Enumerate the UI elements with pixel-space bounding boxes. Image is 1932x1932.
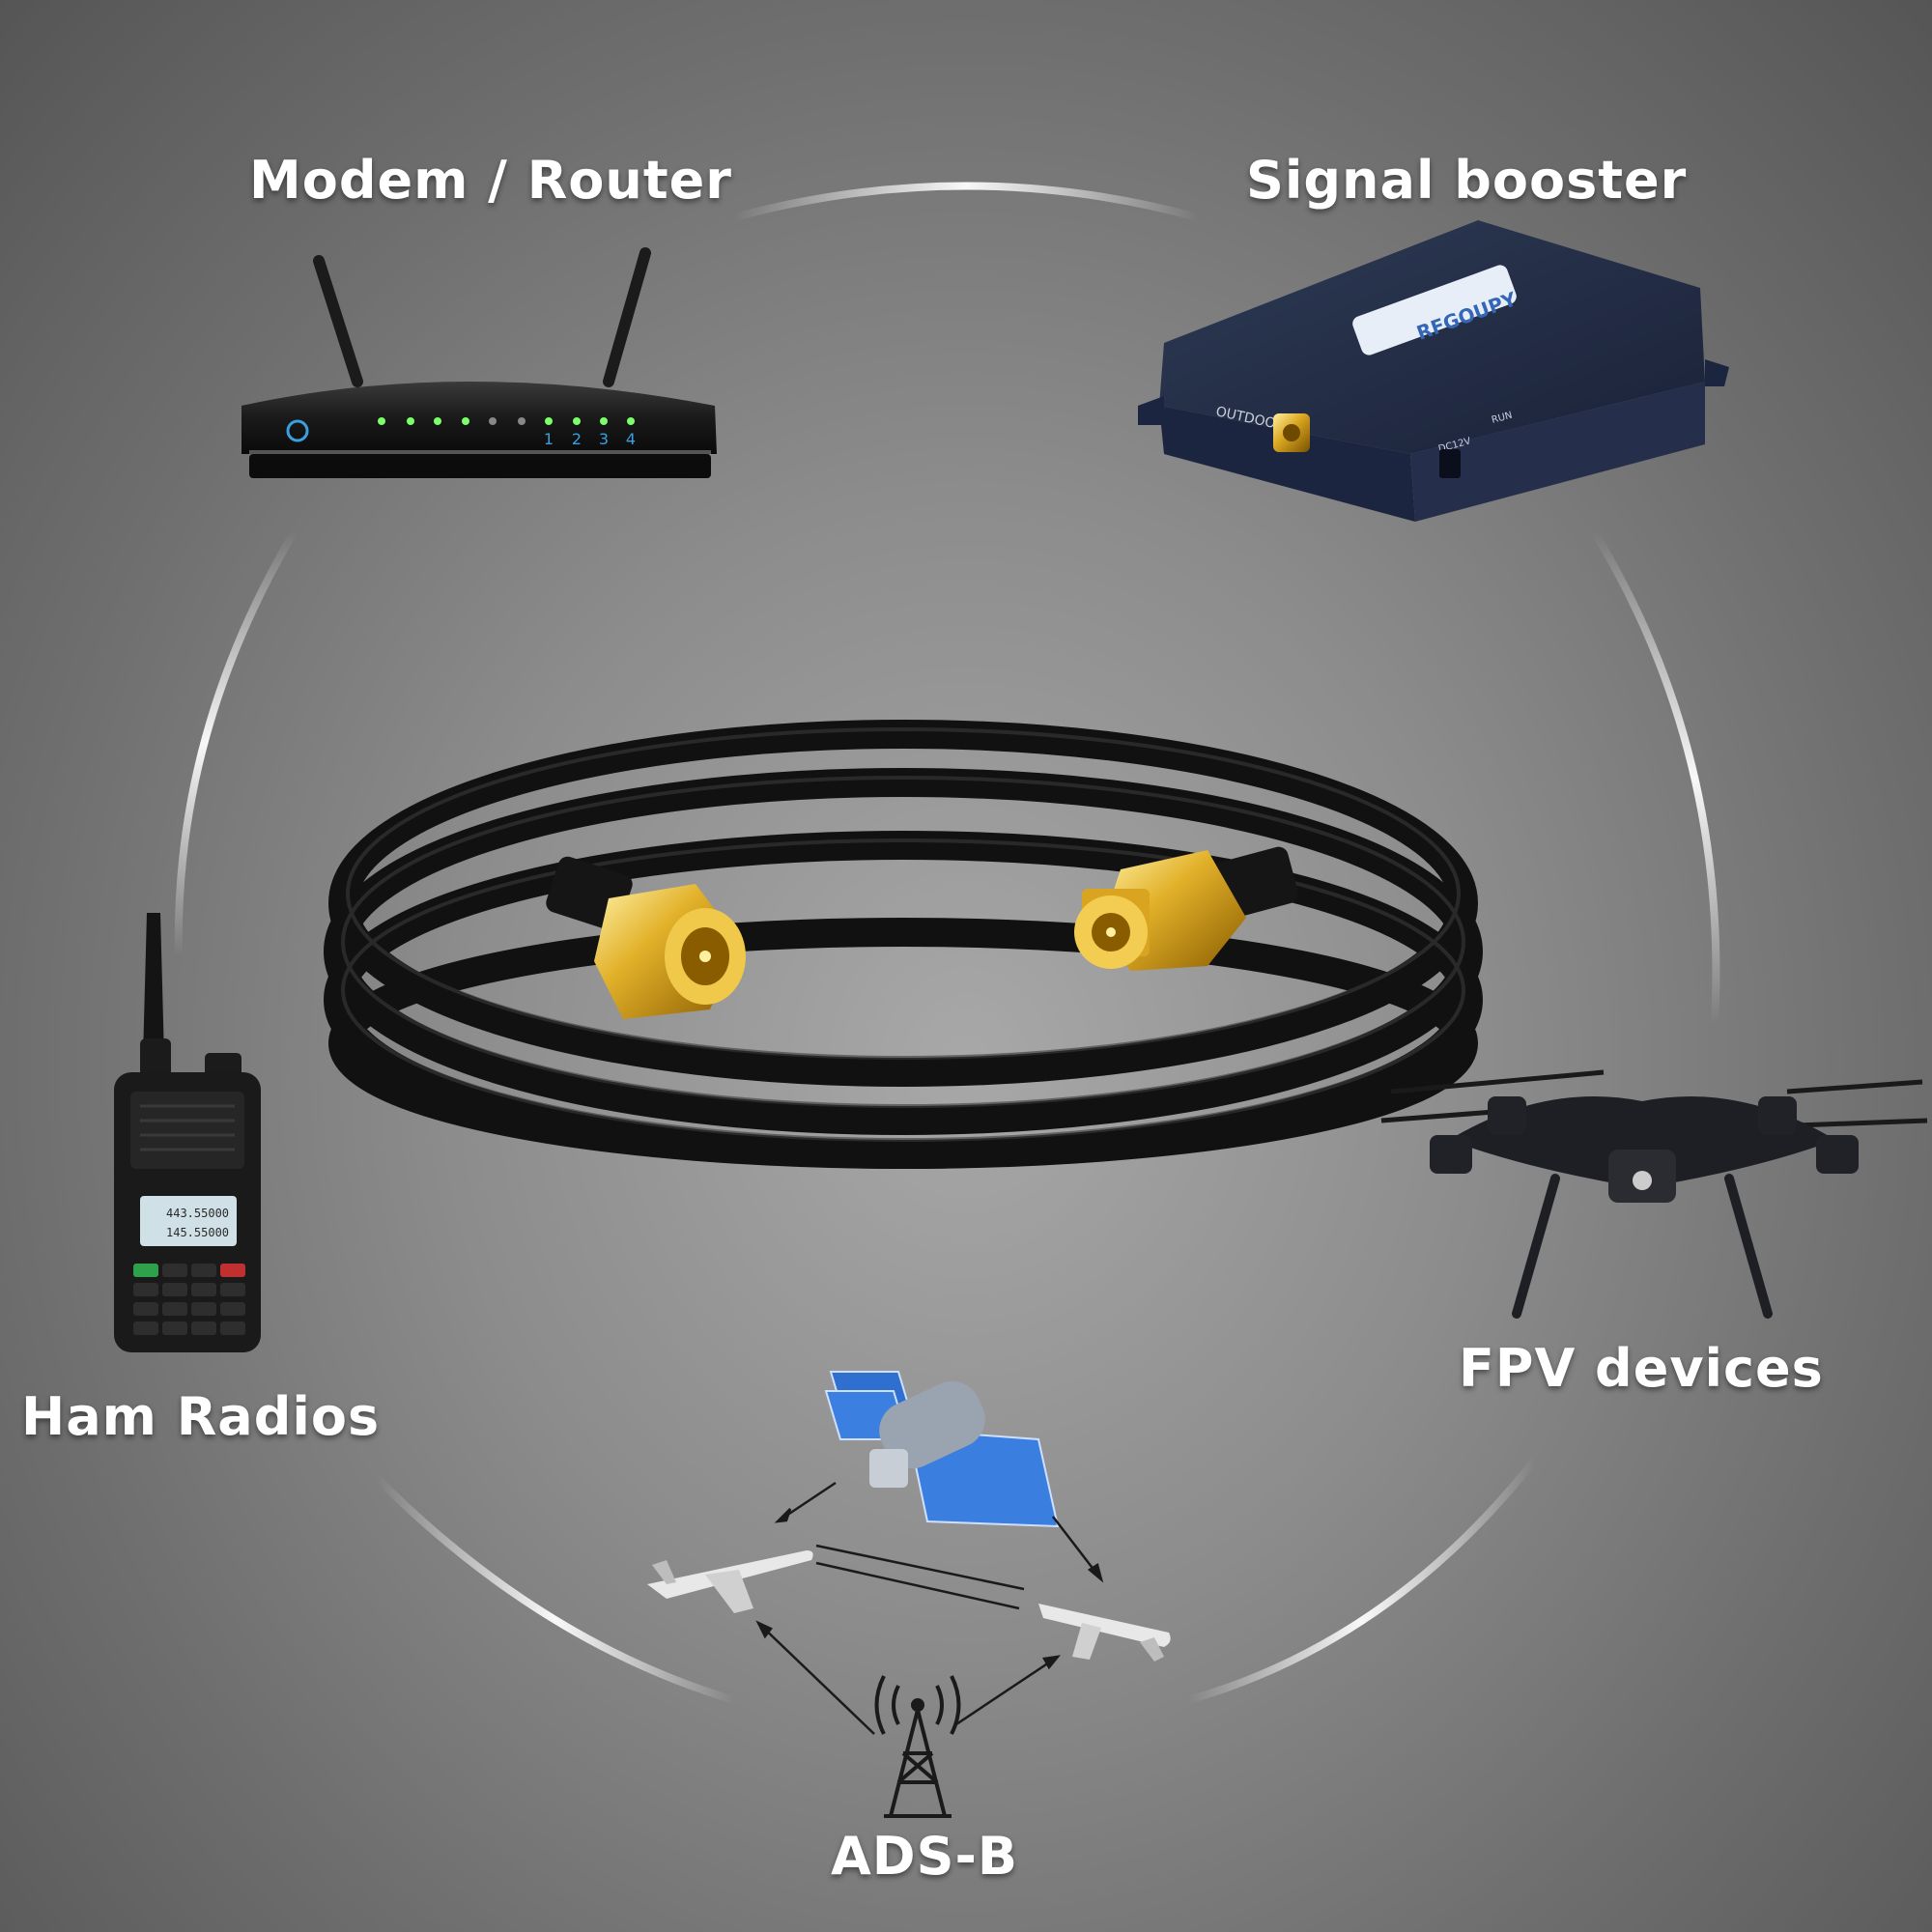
radio-display (140, 1196, 237, 1246)
arc-bottom-right (1184, 1455, 1540, 1704)
label-ham-radios: Ham Radios (21, 1386, 381, 1447)
radio-tower-icon (874, 1675, 961, 1818)
radio-display-line-1: 443.55000 (166, 1207, 229, 1220)
airplane-right-icon (1038, 1604, 1171, 1662)
sma-female-connector (1074, 850, 1246, 971)
label-signal-booster: Signal booster (1246, 150, 1688, 211)
router-port-1: 1 (544, 430, 554, 448)
router-port-4: 4 (626, 430, 636, 448)
router-port-2: 2 (572, 430, 582, 448)
arc-left (174, 527, 298, 960)
arc-right (1590, 527, 1720, 1028)
booster-run-label: RUN (1491, 411, 1514, 426)
satellite-icon (824, 1371, 1060, 1528)
drone-camera-icon (1633, 1171, 1652, 1190)
power-icon (286, 419, 309, 442)
arc-top (730, 182, 1202, 221)
router-status-leds (378, 417, 635, 425)
label-modem-router: Modem / Router (249, 150, 732, 211)
radio-keypad (133, 1264, 245, 1335)
label-ads-b: ADS-B (831, 1826, 1019, 1887)
sma-male-connector (594, 884, 746, 1019)
router-port-3: 3 (599, 430, 609, 448)
arc-bottom-left (373, 1474, 738, 1704)
booster-brand-plate (1352, 265, 1517, 355)
radio-display-line-2: 145.55000 (166, 1226, 229, 1239)
label-fpv-devices: FPV devices (1459, 1338, 1824, 1399)
airplane-left-icon (647, 1550, 813, 1613)
